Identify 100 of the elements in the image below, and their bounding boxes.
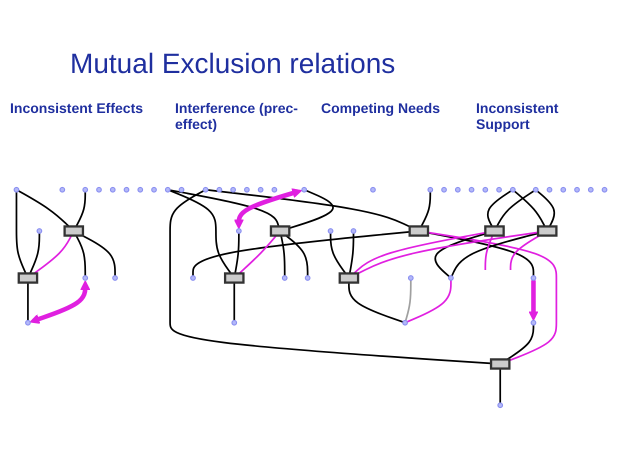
connector	[192, 231, 410, 276]
node-circle	[82, 275, 88, 281]
node-circle	[230, 186, 236, 193]
node-box	[408, 225, 430, 237]
arrow	[234, 188, 302, 230]
side-label: Inconsistent Effects	[10, 100, 144, 118]
node-circle	[164, 186, 171, 193]
connector	[29, 233, 40, 274]
node-circle	[36, 228, 42, 234]
connector	[451, 232, 538, 276]
node-box	[536, 225, 558, 237]
connector	[233, 282, 236, 320]
node-box	[484, 225, 505, 237]
connector	[353, 232, 486, 274]
connector	[208, 189, 410, 228]
node-box	[63, 225, 84, 237]
node-circle	[96, 186, 102, 193]
node-circle	[546, 186, 552, 193]
node-box	[490, 358, 511, 370]
node-circle	[427, 186, 434, 193]
node-circle	[510, 186, 516, 193]
node-circle	[137, 186, 144, 193]
connector	[514, 190, 546, 227]
connector	[18, 190, 70, 228]
node-circle	[190, 275, 196, 281]
connector	[536, 190, 556, 227]
node-box	[270, 225, 290, 237]
arrow	[30, 280, 90, 324]
node-circle	[110, 186, 116, 193]
connector	[169, 190, 492, 364]
connector	[348, 233, 354, 274]
side-label: Competing Needs	[321, 100, 442, 118]
connector	[330, 233, 346, 274]
connector	[406, 280, 452, 323]
node-box	[18, 272, 38, 284]
node-circle	[482, 186, 488, 193]
node-circle	[496, 186, 502, 193]
connector	[358, 232, 538, 274]
connector	[170, 190, 232, 274]
node-circle	[25, 320, 31, 326]
slide-title: Mutual Exclusion relations	[70, 48, 396, 80]
node-circle	[574, 186, 580, 193]
node-circle	[530, 275, 536, 281]
connector	[496, 190, 534, 227]
node-box	[338, 272, 360, 284]
node-circle	[112, 275, 118, 281]
node-circle	[441, 186, 447, 193]
node-circle	[124, 186, 130, 193]
side-label: Inconsistent Support	[476, 100, 560, 132]
node-circle	[151, 186, 157, 193]
connector	[82, 234, 116, 276]
node-circle	[14, 186, 20, 193]
connector	[404, 280, 412, 321]
node-circle	[216, 186, 222, 193]
connector	[506, 325, 534, 360]
node-circle	[370, 186, 376, 193]
connector	[420, 192, 432, 227]
connector	[16, 192, 27, 274]
connector	[434, 232, 486, 278]
node-circle	[304, 275, 310, 281]
node-circle	[408, 275, 414, 281]
connector	[484, 235, 494, 270]
connector	[428, 232, 558, 362]
node-circle	[178, 186, 184, 193]
connector	[348, 282, 404, 323]
node-circle	[560, 186, 566, 193]
node-box	[224, 272, 245, 284]
connector	[289, 190, 334, 229]
node-circle	[448, 275, 454, 281]
node-circle	[328, 228, 334, 234]
node-circle	[350, 228, 356, 234]
connector	[499, 368, 502, 403]
node-circle	[402, 320, 408, 326]
node-circle	[244, 186, 250, 193]
connector	[238, 235, 277, 274]
node-circle	[588, 186, 594, 193]
connector	[34, 235, 72, 274]
node-circle	[236, 228, 242, 234]
node-circle	[602, 186, 608, 193]
connector	[428, 232, 534, 276]
node-circle	[282, 275, 288, 281]
node-circle	[468, 186, 474, 193]
connector	[75, 235, 86, 276]
connector	[486, 190, 512, 227]
connector	[170, 189, 280, 227]
node-circle	[301, 186, 308, 193]
node-circle	[272, 186, 278, 193]
node-circle	[82, 186, 88, 193]
connector	[27, 282, 29, 320]
connector	[510, 234, 540, 270]
arrow	[528, 280, 538, 321]
node-circle	[530, 320, 536, 326]
node-circle	[59, 186, 66, 193]
node-circle	[202, 186, 208, 193]
node-circle	[454, 186, 461, 193]
connector	[280, 235, 286, 276]
side-label: Interference (prec-effect)	[175, 100, 299, 132]
node-circle	[532, 186, 539, 193]
connector	[285, 234, 308, 276]
node-circle	[258, 186, 264, 193]
